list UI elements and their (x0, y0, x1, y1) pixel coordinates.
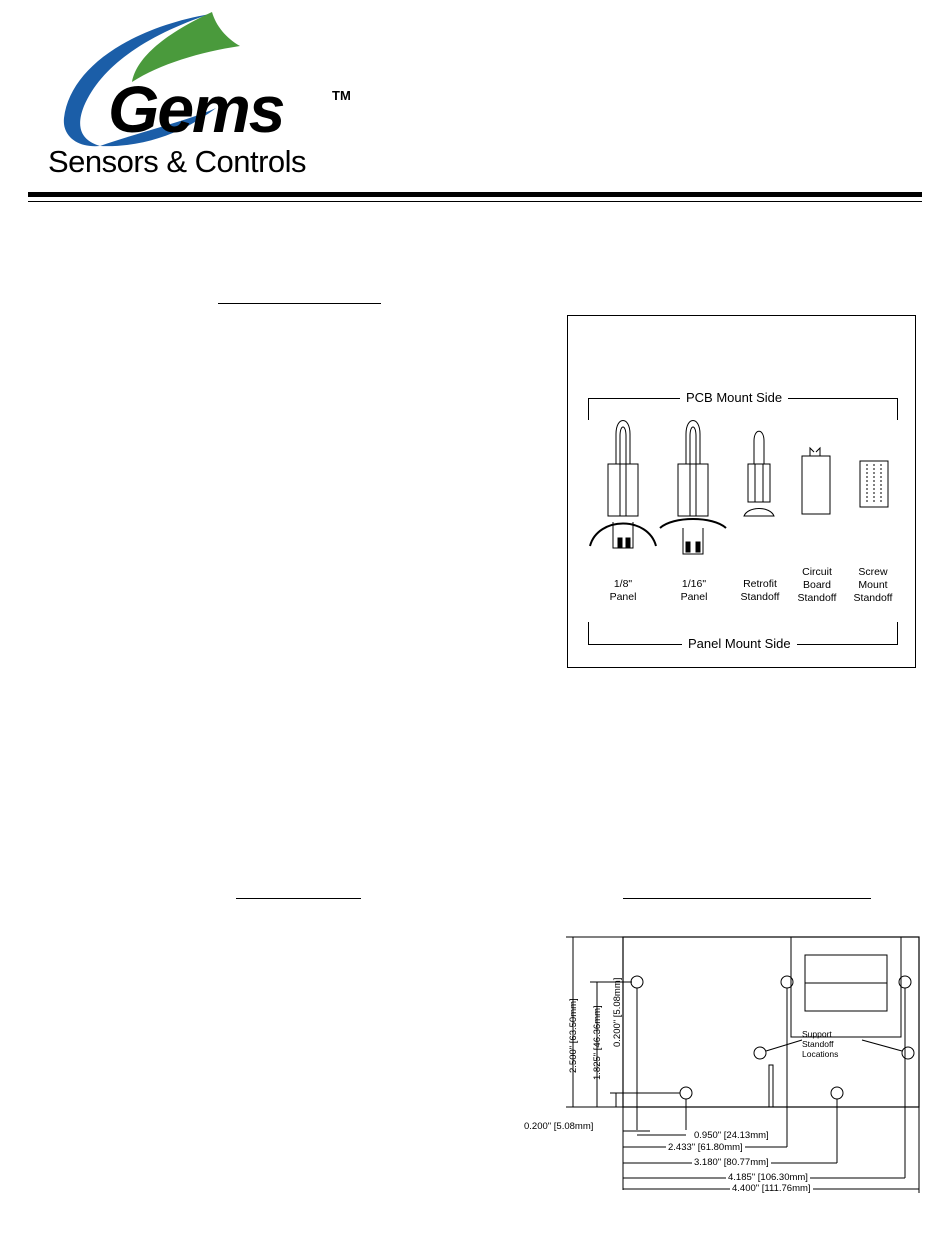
dim-h5: 4.400" [111.76mm] (730, 1183, 813, 1194)
option-label-1-8-panel: 1/8" Panel (609, 578, 637, 604)
header-rule-thin (28, 201, 922, 202)
dim-h3: 3.180" [80.77mm] (692, 1157, 771, 1168)
dim-h2: 2.433" [61.80mm] (666, 1142, 745, 1153)
logo-tagline: Sensors & Controls (48, 144, 307, 179)
logo-trademark: TM (332, 88, 351, 103)
option-label-1-16-panel: 1/16" Panel (680, 578, 708, 604)
option-label-circuit-board-standoff: Circuit Board Standoff (797, 566, 837, 605)
section-heading-underline-1 (218, 303, 381, 304)
mounting-hardware-drawings (589, 420, 889, 555)
board-outline-drawing (566, 936, 920, 1193)
dim-left-offset: 0.200" [5.08mm] (524, 1121, 594, 1132)
panel-mount-side-label: Panel Mount Side (682, 636, 797, 651)
section-heading-underline-3 (623, 898, 871, 899)
panel-fastener-1-8-icon (589, 420, 657, 549)
header-rule-thick (28, 192, 922, 197)
panel-fastener-1-16-icon (659, 420, 727, 555)
screw-mount-standoff-icon (859, 460, 889, 508)
logo-wordmark: Gems (108, 72, 285, 146)
pcb-mount-side-label: PCB Mount Side (680, 390, 789, 405)
circuit-board-standoff-icon (801, 446, 831, 515)
retrofit-standoff-icon (743, 430, 775, 517)
dimension-drawing: 2.500" [63.50mm] 1.825" [46.36mm] 0.200"… (520, 925, 930, 1225)
dim-vertical-small: 0.200" [5.08mm] (612, 977, 623, 1047)
mounting-options-figure: PCB Mount Side Panel Mount Side (567, 315, 916, 668)
gems-logo: Gems TM Sensors & Controls (40, 8, 360, 186)
dim-h4: 4.185" [106.30mm] (726, 1172, 810, 1183)
dim-vertical-middle: 1.825" [46.36mm] (592, 1005, 603, 1080)
option-label-screw-mount-standoff: Screw Mount Standoff (853, 566, 893, 605)
option-label-retrofit-standoff: Retrofit Standoff (740, 578, 780, 604)
logo-swoosh-icon (63, 12, 240, 147)
dim-vertical-overall: 2.500" [63.50mm] (568, 998, 579, 1073)
support-standoff-callout: Support Standoff Locations (802, 1029, 839, 1059)
dim-h1: 0.950" [24.13mm] (692, 1130, 771, 1141)
section-heading-underline-2 (236, 898, 361, 899)
